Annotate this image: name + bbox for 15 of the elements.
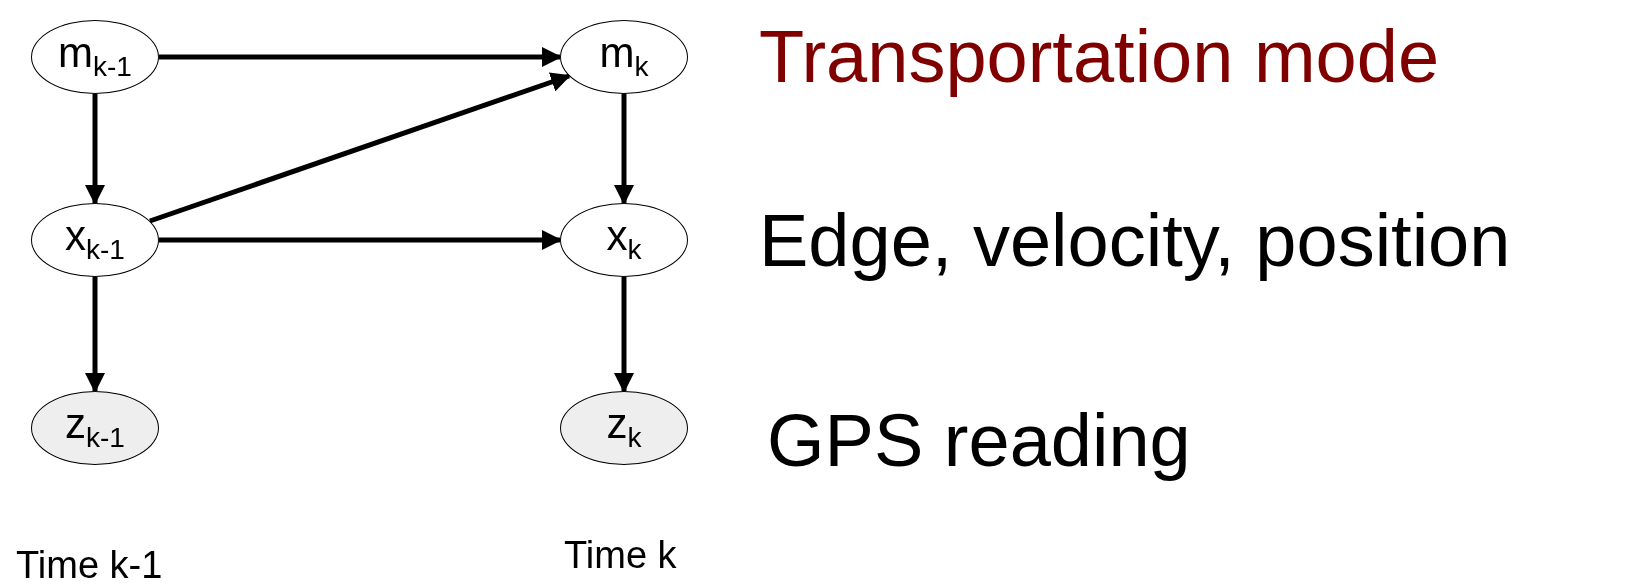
arrow (85, 94, 105, 205)
arrow (149, 72, 571, 224)
time-label: Time k-1 (16, 546, 163, 584)
variable-label: x$_{k}$ (606, 215, 642, 265)
variable-label: x$_{k-1}$ (65, 215, 125, 265)
variable-label: m$_{k}$ (599, 32, 649, 82)
arrow (85, 277, 105, 393)
arrow (159, 230, 562, 250)
arrow (159, 47, 562, 67)
variable-label: z$_{k}$ (606, 403, 642, 453)
arrow (614, 277, 634, 393)
variable-label: m$_{k-1}$ (58, 32, 132, 82)
time-label: Time k (564, 536, 677, 574)
arrow (614, 94, 634, 205)
variable-label: z$_{k-1}$ (65, 403, 125, 453)
